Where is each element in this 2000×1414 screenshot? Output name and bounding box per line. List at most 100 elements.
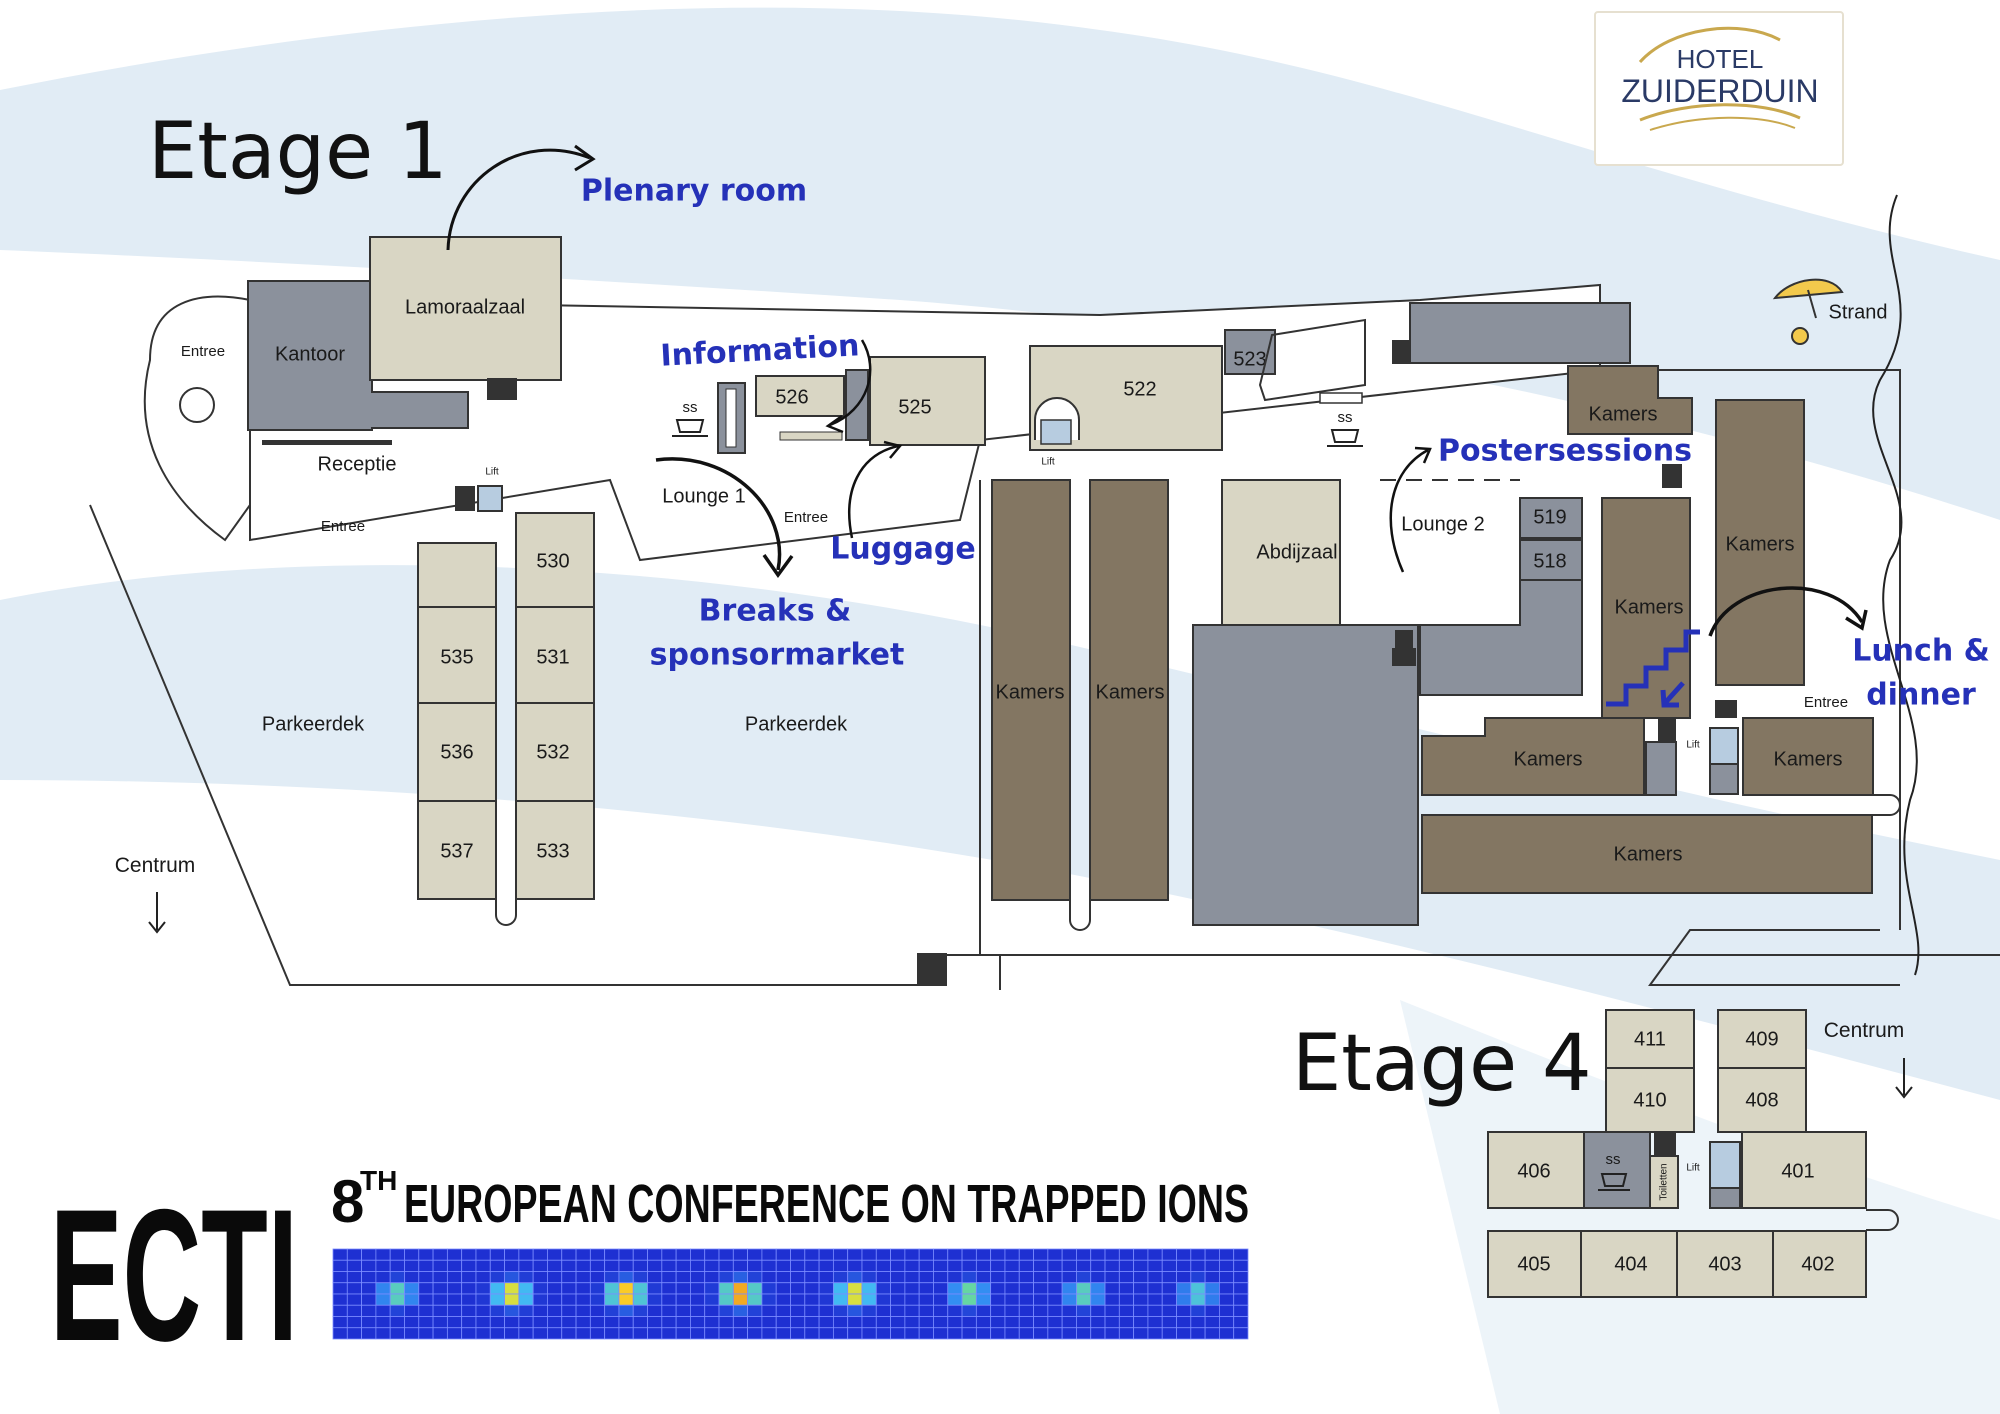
revolving-door [179, 387, 215, 423]
room-kamers-7 [1742, 717, 1874, 796]
ion-strip-cell [732, 1293, 749, 1306]
ion-strip-cell [775, 1248, 791, 1261]
ion-strip-cell [475, 1293, 491, 1306]
ion-strip-cell [1176, 1271, 1192, 1284]
ion-strip-cell [718, 1316, 734, 1329]
ion-strip-cell [418, 1248, 434, 1261]
label-lift-1: Lift [485, 467, 499, 478]
label-518: 518 [1533, 550, 1566, 572]
ion-strip-cell [575, 1248, 591, 1261]
ion-strip-cell [361, 1259, 377, 1272]
ion-strip-cell [589, 1259, 606, 1272]
ion-strip-cell [1219, 1304, 1235, 1317]
label-entree-2: Entree [321, 518, 365, 535]
ion-strip-cell [761, 1248, 777, 1261]
ion-strip-cell [704, 1293, 720, 1306]
ion-strip-cell [990, 1304, 1006, 1317]
ion-strip-cell [732, 1282, 749, 1295]
ion-strip-cell [547, 1304, 563, 1317]
staircase-icon [1606, 629, 1700, 707]
label-409: 409 [1745, 1028, 1778, 1050]
ion-strip-cell [446, 1304, 463, 1317]
ion-strip-cell [504, 1327, 520, 1340]
ion-strip-cell [890, 1282, 906, 1295]
lift-icon [1040, 419, 1072, 445]
ion-strip-cell [461, 1327, 477, 1340]
stairs-icon [1658, 718, 1676, 742]
ion-strip-cell [389, 1259, 405, 1272]
ion-strip-cell [547, 1248, 563, 1261]
annotation-sponsormarket: sponsormarket [650, 638, 905, 673]
room-533 [515, 800, 595, 900]
ion-strip-cell [690, 1316, 706, 1329]
ion-strip-cell [575, 1271, 591, 1284]
ion-strip-cell [1190, 1293, 1206, 1306]
ion-strip-cell [561, 1282, 577, 1295]
ion-strip-cell [690, 1327, 706, 1340]
ion-strip-cell [1133, 1304, 1149, 1317]
ion-strip-cell [389, 1304, 405, 1317]
label-537: 537 [440, 840, 473, 862]
annotation-postersessions: Postersessions [1438, 434, 1692, 469]
label-entree-4: Entree [1804, 694, 1848, 711]
ion-strip-cell [475, 1327, 491, 1340]
ion-strip-cell [690, 1271, 706, 1284]
ion-strip-cell [1076, 1293, 1092, 1306]
ion-strip-cell [604, 1282, 620, 1295]
ion-strip-cell [404, 1259, 420, 1272]
ion-strip-cell [547, 1293, 563, 1306]
ion-strip-cell [589, 1248, 606, 1261]
corridor-end [1069, 900, 1091, 931]
ion-strip-cell [632, 1316, 648, 1329]
ion-strip-cell [389, 1248, 405, 1261]
ion-strip-cell [832, 1248, 849, 1261]
stairs-icon [1392, 648, 1416, 666]
ion-strip-cell [961, 1248, 977, 1261]
service-corridor [1419, 579, 1583, 696]
ion-strip-cell [918, 1293, 934, 1306]
ion-strip-cell [518, 1293, 534, 1306]
ion-strip-cell [418, 1316, 434, 1329]
ion-strip-cell [1118, 1304, 1135, 1317]
ion-strip-cell [332, 1316, 348, 1329]
label-411: 411 [1634, 1028, 1666, 1050]
ion-strip-cell [346, 1271, 362, 1284]
ion-strip-cell [561, 1259, 577, 1272]
room-411 [1605, 1009, 1695, 1069]
ion-strip-cell [1061, 1271, 1077, 1284]
room-405 [1487, 1230, 1582, 1298]
ion-strip-cell [504, 1282, 520, 1295]
ion-strip-cell [861, 1271, 877, 1284]
ion-strip-cell [675, 1259, 691, 1272]
ion-strip-cell [818, 1259, 834, 1272]
ion-strip-cell [818, 1327, 834, 1340]
ion-strip-cell [818, 1271, 834, 1284]
annotation-luggage: Luggage [830, 532, 976, 567]
ion-strip-cell [718, 1282, 734, 1295]
ion-strip-cell [632, 1248, 648, 1261]
ion-strip-cell [1118, 1316, 1135, 1329]
stairs-icon [1392, 340, 1410, 364]
ion-strip-cell [346, 1248, 362, 1261]
ion-strip-cell [704, 1259, 720, 1272]
ion-strip-cell [604, 1304, 620, 1317]
ion-strip-cell [1076, 1304, 1092, 1317]
ion-strip-cell [1047, 1327, 1063, 1340]
ion-strip-cell [1104, 1248, 1120, 1261]
lift-icon [1709, 1141, 1741, 1189]
ion-strip-cell [1133, 1327, 1149, 1340]
ion-strip-cell [761, 1282, 777, 1295]
ion-strip-cell [1204, 1271, 1220, 1284]
ion-strip-cell [418, 1271, 434, 1284]
room-537 [417, 800, 497, 900]
room-403 [1676, 1230, 1774, 1298]
ion-strip-cell [618, 1271, 634, 1284]
label-533: 533 [536, 840, 569, 862]
ion-strip-cell [1161, 1327, 1177, 1340]
label-toiletten: Toiletten [1659, 1163, 1670, 1200]
ion-strip-cell [1118, 1327, 1135, 1340]
ion-strip-cell [775, 1293, 791, 1306]
ion-strip-cell [1018, 1248, 1034, 1261]
ion-strip-cell [1204, 1248, 1220, 1261]
